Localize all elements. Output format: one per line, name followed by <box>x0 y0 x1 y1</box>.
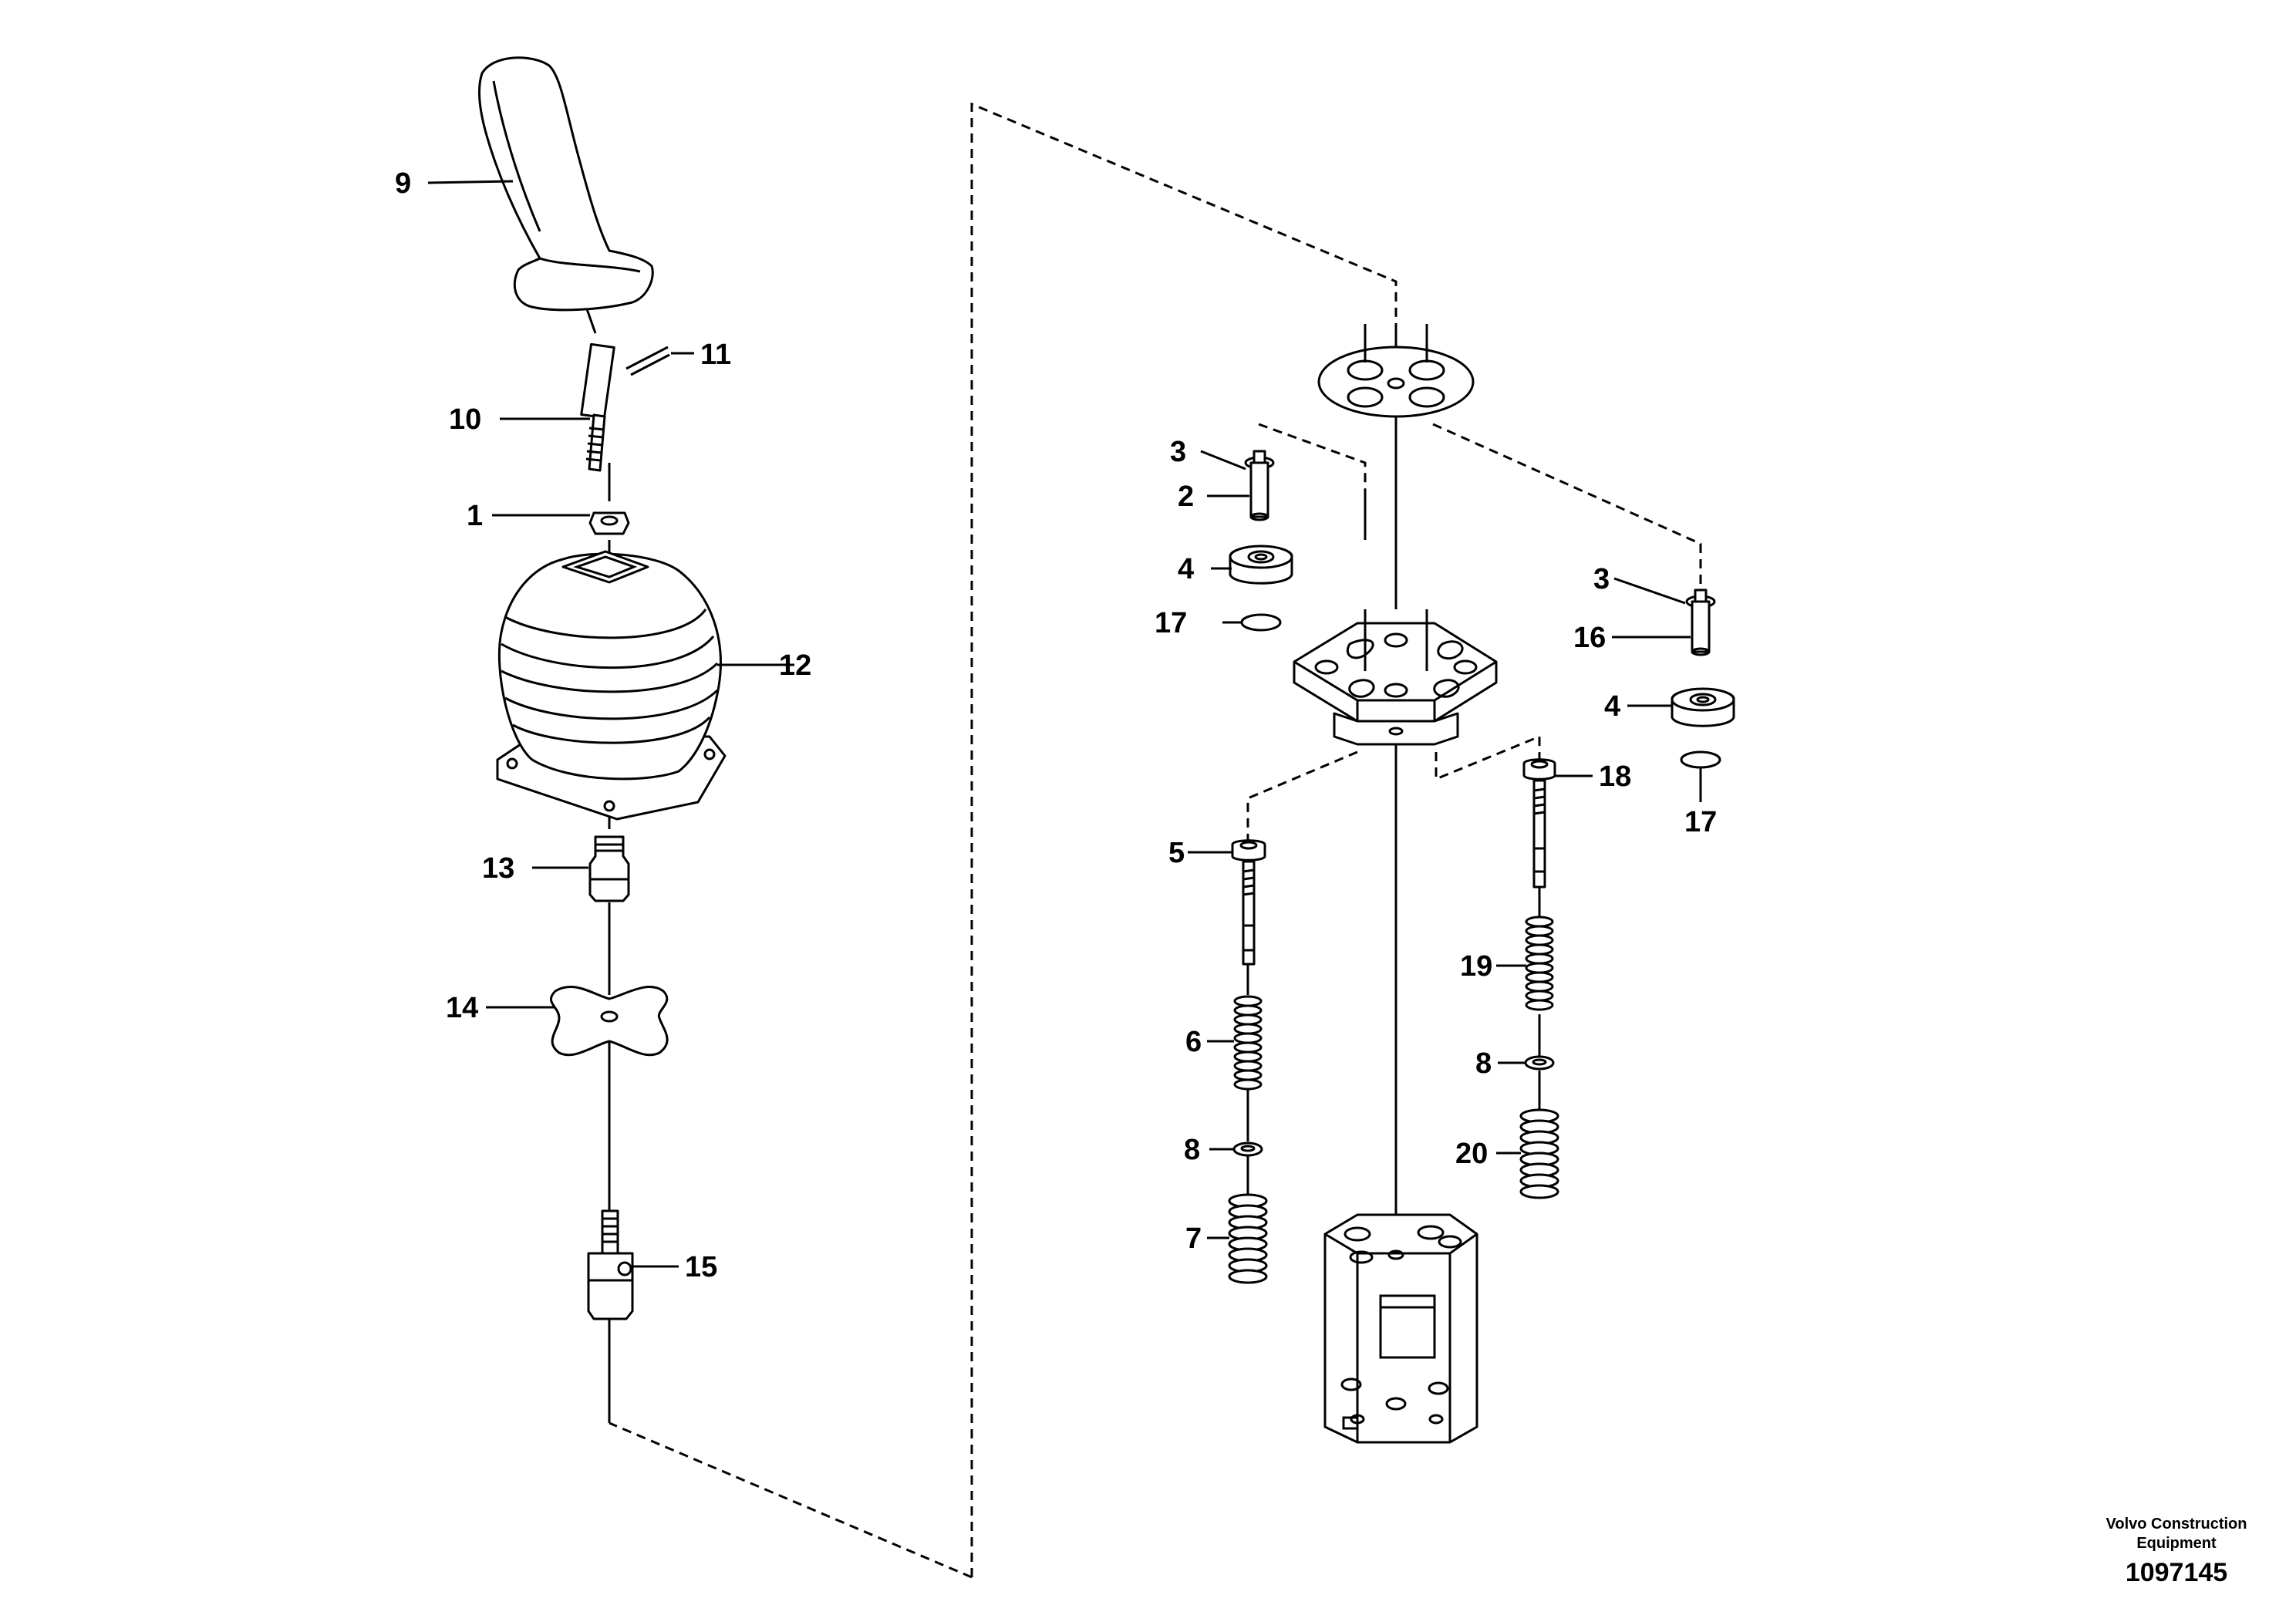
callout-16: 16 <box>1573 622 1606 654</box>
valve-housing-plate <box>1293 609 1498 746</box>
callout-17-left: 17 <box>1155 607 1187 639</box>
callout-20: 20 <box>1455 1138 1488 1170</box>
valve-body <box>1323 1213 1478 1444</box>
shaft-part-10 <box>580 342 615 472</box>
coupling-part-13 <box>588 835 630 902</box>
spring-part-6 <box>1233 995 1263 1091</box>
callout-6: 6 <box>1185 1026 1202 1058</box>
callout-9: 9 <box>395 167 411 200</box>
callout-4-left: 4 <box>1178 553 1194 585</box>
washer-part-17-left <box>1240 613 1282 632</box>
callout-17-right: 17 <box>1684 806 1717 838</box>
callout-3-right: 3 <box>1593 563 1610 595</box>
callout-8-right: 8 <box>1475 1047 1492 1080</box>
washer-part-8-left <box>1232 1141 1263 1157</box>
washer-part-8-right <box>1524 1055 1555 1071</box>
brand-line-1: Volvo Construction <box>2106 1516 2247 1533</box>
plunger-part-5 <box>1231 839 1266 966</box>
document-number: 1097145 <box>2126 1558 2227 1587</box>
callout-3-left: 3 <box>1170 436 1186 468</box>
washer-part-17-right <box>1680 750 1721 769</box>
universal-joint-part-15 <box>587 1209 634 1320</box>
callout-13: 13 <box>482 852 514 885</box>
rubber-boot-part-12 <box>496 550 727 821</box>
nut-part-1 <box>588 511 630 535</box>
spring-part-19 <box>1525 916 1554 1011</box>
callout-8-left: 8 <box>1184 1134 1200 1166</box>
axis-lines <box>585 306 1702 1423</box>
top-plate <box>1317 324 1475 418</box>
bushing-part-4-left <box>1229 545 1293 585</box>
callout-4-right: 4 <box>1604 690 1620 723</box>
plate-part-14 <box>549 986 669 1057</box>
callout-1: 1 <box>467 500 483 532</box>
callout-2: 2 <box>1178 481 1194 513</box>
pin-part-16 <box>1685 588 1716 656</box>
callout-5: 5 <box>1168 837 1185 869</box>
assembly-dashed-lines <box>609 102 1702 1579</box>
pin-part-2 <box>1244 450 1275 521</box>
footer-block: Volvo Construction Equipment 1097145 <box>2106 1516 2247 1587</box>
callout-18: 18 <box>1599 760 1631 793</box>
callout-12: 12 <box>779 649 811 682</box>
callout-10: 10 <box>449 403 481 436</box>
callout-15: 15 <box>685 1251 717 1283</box>
plunger-part-18 <box>1522 758 1556 889</box>
brand-line-2: Equipment <box>2136 1535 2217 1552</box>
callout-19: 19 <box>1460 950 1492 983</box>
spring-part-7 <box>1228 1193 1268 1284</box>
joystick-handle-part-9 <box>478 56 654 312</box>
bushing-part-4-right <box>1671 687 1735 727</box>
leader-lines <box>427 180 1702 1268</box>
pin-part-11 <box>625 346 670 376</box>
callout-11: 11 <box>700 339 731 371</box>
callout-7: 7 <box>1185 1222 1202 1255</box>
spring-part-20 <box>1519 1108 1559 1199</box>
callout-14: 14 <box>446 992 478 1024</box>
part-callouts: 9 11 10 1 12 13 14 15 3 2 4 17 3 16 4 17… <box>395 167 1717 1283</box>
